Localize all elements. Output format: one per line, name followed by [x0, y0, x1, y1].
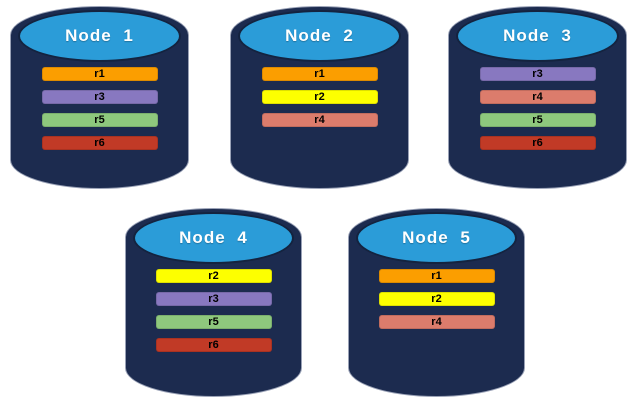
node-1-title: Node 1 — [65, 26, 134, 45]
replica-bar-r6: r6 — [479, 136, 596, 150]
replica-bar-r3: r3 — [479, 67, 596, 81]
node-3: Node 3 r3 r4 r5 r6 — [448, 6, 627, 189]
node-5: Node 5 r1 r2 r4 — [348, 208, 525, 397]
replica-bar-r3: r3 — [41, 90, 158, 104]
node-2-cylinder-top: Node 2 — [238, 10, 401, 62]
replica-bar-r5: r5 — [155, 315, 272, 329]
replica-bar-r2: r2 — [378, 292, 495, 306]
node-2: Node 2 r1 r2 r4 — [230, 6, 409, 189]
replica-bar-r3: r3 — [155, 292, 272, 306]
node-4-replica-list: r2 r3 r5 r6 — [125, 269, 302, 352]
node-4: Node 4 r2 r3 r5 r6 — [125, 208, 302, 397]
node-2-title: Node 2 — [285, 26, 354, 45]
node-1-cylinder-top: Node 1 — [18, 10, 181, 62]
node-3-replica-list: r3 r4 r5 r6 — [448, 67, 627, 150]
node-4-title: Node 4 — [179, 228, 248, 247]
replica-bar-r4: r4 — [479, 90, 596, 104]
replica-bar-r6: r6 — [41, 136, 158, 150]
node-3-title: Node 3 — [503, 26, 572, 45]
replica-bar-r1: r1 — [41, 67, 158, 81]
replica-bar-r6: r6 — [155, 338, 272, 352]
node-3-cylinder-top: Node 3 — [456, 10, 619, 62]
node-5-cylinder-top: Node 5 — [356, 212, 517, 264]
replica-bar-r1: r1 — [261, 67, 378, 81]
replica-bar-r2: r2 — [155, 269, 272, 283]
node-2-replica-list: r1 r2 r4 — [230, 67, 409, 127]
replica-bar-r4: r4 — [261, 113, 378, 127]
replica-bar-r4: r4 — [378, 315, 495, 329]
node-5-replica-list: r1 r2 r4 — [348, 269, 525, 329]
node-1-replica-list: r1 r3 r5 r6 — [10, 67, 189, 150]
replica-bar-r5: r5 — [479, 113, 596, 127]
replica-bar-r1: r1 — [378, 269, 495, 283]
node-4-cylinder-top: Node 4 — [133, 212, 294, 264]
replica-bar-r2: r2 — [261, 90, 378, 104]
node-1: Node 1 r1 r3 r5 r6 — [10, 6, 189, 189]
replica-bar-r5: r5 — [41, 113, 158, 127]
node-5-title: Node 5 — [402, 228, 471, 247]
